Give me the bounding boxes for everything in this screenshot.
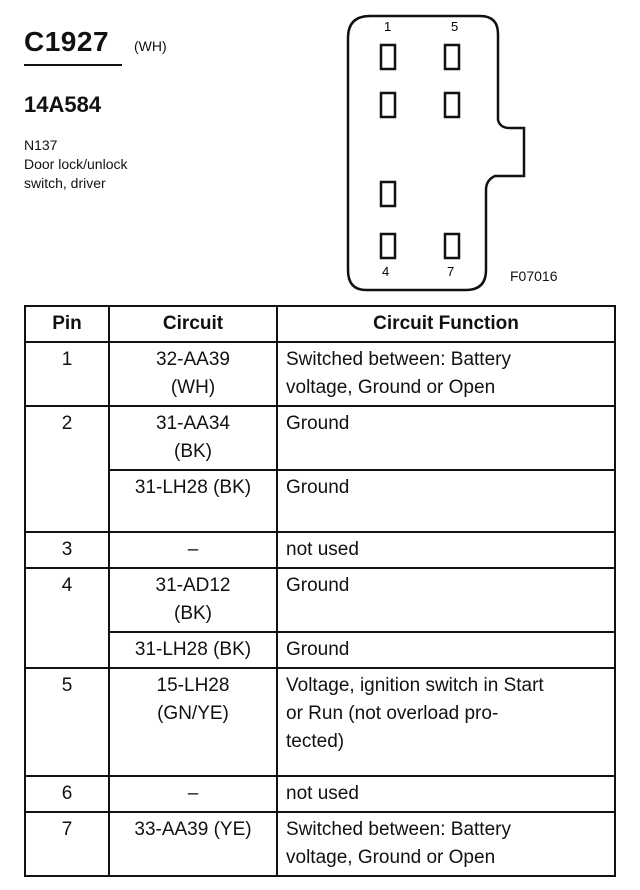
pin-cell: 1 bbox=[24, 341, 110, 407]
circuit-line: (BK) bbox=[174, 603, 212, 624]
table-row: 4 31-AD12 (BK) Ground bbox=[24, 567, 616, 669]
circuit-line: 15-LH28 bbox=[156, 675, 230, 696]
pin-table: Pin Circuit Circuit Function 1 32-AA39 (… bbox=[24, 305, 616, 877]
function-cell: Switched between: Battery voltage, Groun… bbox=[276, 341, 616, 407]
header-pin: Pin bbox=[24, 305, 110, 343]
pin-cavity-5 bbox=[443, 43, 461, 71]
circuit-cell: 31-AD12 (BK) bbox=[108, 567, 278, 633]
pin-cell: 4 bbox=[24, 567, 110, 669]
circuit-line: 31-AD12 bbox=[155, 575, 231, 596]
function-line: not used bbox=[286, 539, 359, 560]
function-line: voltage, Ground or Open bbox=[286, 847, 496, 868]
pin-cell: 3 bbox=[24, 531, 110, 569]
circuit-line: 31-AA34 bbox=[156, 413, 230, 434]
connector-outline bbox=[346, 14, 526, 292]
pin-label-7: 7 bbox=[447, 264, 454, 279]
pin-cavity-2 bbox=[379, 91, 397, 119]
table-row: 31-LH28 (BK) Ground bbox=[25, 469, 616, 533]
pin-cavity-4 bbox=[379, 232, 397, 260]
circuit-cell: 31-AA34 (BK) bbox=[108, 405, 278, 471]
function-line: not used bbox=[286, 783, 359, 804]
connector-id: C1927 bbox=[24, 26, 110, 57]
circuit-cell: 33-AA39 (YE) bbox=[108, 811, 278, 877]
function-cell: not used bbox=[276, 531, 616, 569]
table-row: 2 31-AA34 (BK) Ground bbox=[24, 405, 616, 533]
circuit-line: 32-AA39 bbox=[156, 349, 230, 370]
circuit-cell: – bbox=[108, 531, 278, 569]
circuit-line: (WH) bbox=[170, 377, 216, 398]
pin-cavity-7 bbox=[443, 232, 461, 260]
function-cell: Ground bbox=[276, 567, 616, 633]
pin-cavity-1 bbox=[379, 43, 397, 71]
function-cell: Ground bbox=[276, 405, 616, 471]
pin-cell: 5 bbox=[24, 667, 110, 777]
figure-id: F07016 bbox=[510, 268, 558, 284]
function-line: tected) bbox=[286, 731, 345, 752]
description-line: N137 bbox=[24, 137, 58, 153]
function-line: Switched between: Battery bbox=[286, 349, 511, 370]
connector-face-diagram: 1 5 4 7 bbox=[346, 14, 526, 292]
function-line: Voltage, ignition switch in Start bbox=[286, 675, 544, 696]
function-line: Switched between: Battery bbox=[286, 819, 511, 840]
header-circuit: Circuit bbox=[108, 305, 278, 343]
table-row: 31-LH28 (BK) Ground bbox=[25, 631, 616, 669]
circuit-line: (GN/YE) bbox=[157, 703, 229, 724]
function-line: Ground bbox=[286, 575, 350, 596]
table-row: 6 – not used bbox=[24, 775, 616, 813]
pin-cell: 2 bbox=[24, 405, 110, 533]
table-header-row: Pin Circuit Circuit Function bbox=[24, 305, 616, 343]
pin-cavity-3 bbox=[379, 180, 397, 208]
function-line: voltage, Ground or Open bbox=[286, 377, 496, 398]
table-row: 7 33-AA39 (YE) Switched between: Battery… bbox=[24, 811, 616, 877]
function-line: Ground bbox=[286, 477, 350, 498]
description-line: switch, driver bbox=[24, 175, 106, 191]
table-row: 1 32-AA39 (WH) Switched between: Battery… bbox=[24, 341, 616, 407]
function-cell: not used bbox=[276, 775, 616, 813]
circuit-cell: 31-LH28 (BK) bbox=[108, 631, 278, 669]
circuit-line: – bbox=[187, 539, 199, 560]
circuit-line: 31-LH28 (BK) bbox=[134, 477, 252, 498]
function-line: Ground bbox=[286, 413, 350, 434]
circuit-cell: 31-LH28 (BK) bbox=[108, 469, 278, 533]
circuit-line: 31-LH28 (BK) bbox=[134, 639, 252, 660]
function-cell: Ground bbox=[276, 469, 616, 533]
pin-cavity-6 bbox=[443, 91, 461, 119]
circuit-cell: 15-LH28 (GN/YE) bbox=[108, 667, 278, 777]
connector-color: (WH) bbox=[134, 38, 167, 54]
function-cell: Ground bbox=[276, 631, 616, 669]
header-circuit-function: Circuit Function bbox=[276, 305, 616, 343]
description-line: Door lock/unlock bbox=[24, 156, 128, 172]
title-underline bbox=[24, 64, 122, 66]
table-row: 5 15-LH28 (GN/YE) Voltage, ignition swit… bbox=[24, 667, 616, 777]
circuit-line: – bbox=[187, 783, 199, 804]
pin-cell: 6 bbox=[24, 775, 110, 813]
function-line: Ground bbox=[286, 639, 350, 660]
pin-label-5: 5 bbox=[451, 19, 458, 34]
function-cell: Voltage, ignition switch in Start or Run… bbox=[276, 667, 616, 777]
pin-cell: 7 bbox=[24, 811, 110, 877]
part-number: 14A584 bbox=[24, 92, 102, 117]
pin-label-1: 1 bbox=[384, 19, 391, 34]
pin-label-4: 4 bbox=[382, 264, 389, 279]
circuit-cell: – bbox=[108, 775, 278, 813]
circuit-line: (BK) bbox=[174, 441, 212, 462]
circuit-cell: 32-AA39 (WH) bbox=[108, 341, 278, 407]
function-line: or Run (not overload pro- bbox=[286, 703, 499, 724]
function-cell: Switched between: Battery voltage, Groun… bbox=[276, 811, 616, 877]
table-row: 3 – not used bbox=[24, 531, 616, 569]
connector-description: N137 Door lock/unlock switch, driver bbox=[24, 136, 128, 193]
circuit-line: 33-AA39 (YE) bbox=[134, 819, 252, 840]
